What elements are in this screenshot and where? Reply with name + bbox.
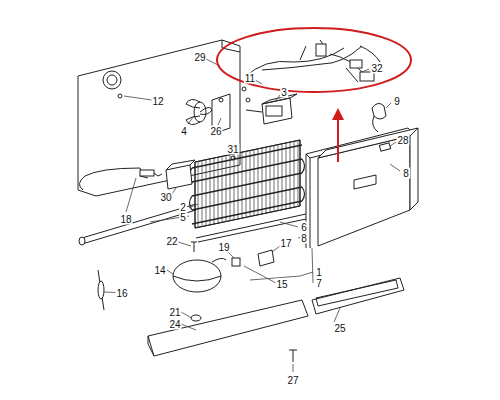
- callout-number: 28: [396, 135, 409, 146]
- arrow-head: [332, 108, 344, 120]
- callout-number: 5: [179, 212, 187, 223]
- callout-number: 15: [275, 279, 288, 290]
- callout-number: 29: [193, 52, 206, 63]
- callout-number: 7: [315, 278, 323, 289]
- callout-number: 32: [370, 63, 383, 74]
- callout-number: 24: [168, 319, 181, 330]
- callout-number: 14: [153, 265, 166, 276]
- callout-number: 22: [165, 236, 178, 247]
- callout-number: 19: [217, 242, 230, 253]
- callout-number: 3: [280, 87, 288, 98]
- callout-number: 18: [119, 214, 132, 225]
- highlight-ellipse: [217, 28, 411, 92]
- callout-number: 4: [180, 126, 188, 137]
- callout-number: 17: [279, 238, 292, 249]
- callout-number: 25: [333, 323, 346, 334]
- callout-number: 8: [402, 168, 410, 179]
- highlight-arrow: [337, 118, 339, 162]
- callout-number: 8: [300, 233, 308, 244]
- callout-number: 6: [300, 222, 308, 233]
- callout-number: 16: [115, 288, 128, 299]
- callout-number: 9: [393, 96, 401, 107]
- callout-number: 1: [315, 267, 323, 278]
- callout-number: 27: [286, 375, 299, 386]
- callout-number: 31: [226, 144, 239, 155]
- callout-number: 30: [159, 192, 172, 203]
- callout-number: 11: [244, 73, 256, 84]
- callout-number: 12: [151, 96, 164, 107]
- callout-number: 21: [168, 307, 181, 318]
- callout-number: 26: [209, 126, 222, 137]
